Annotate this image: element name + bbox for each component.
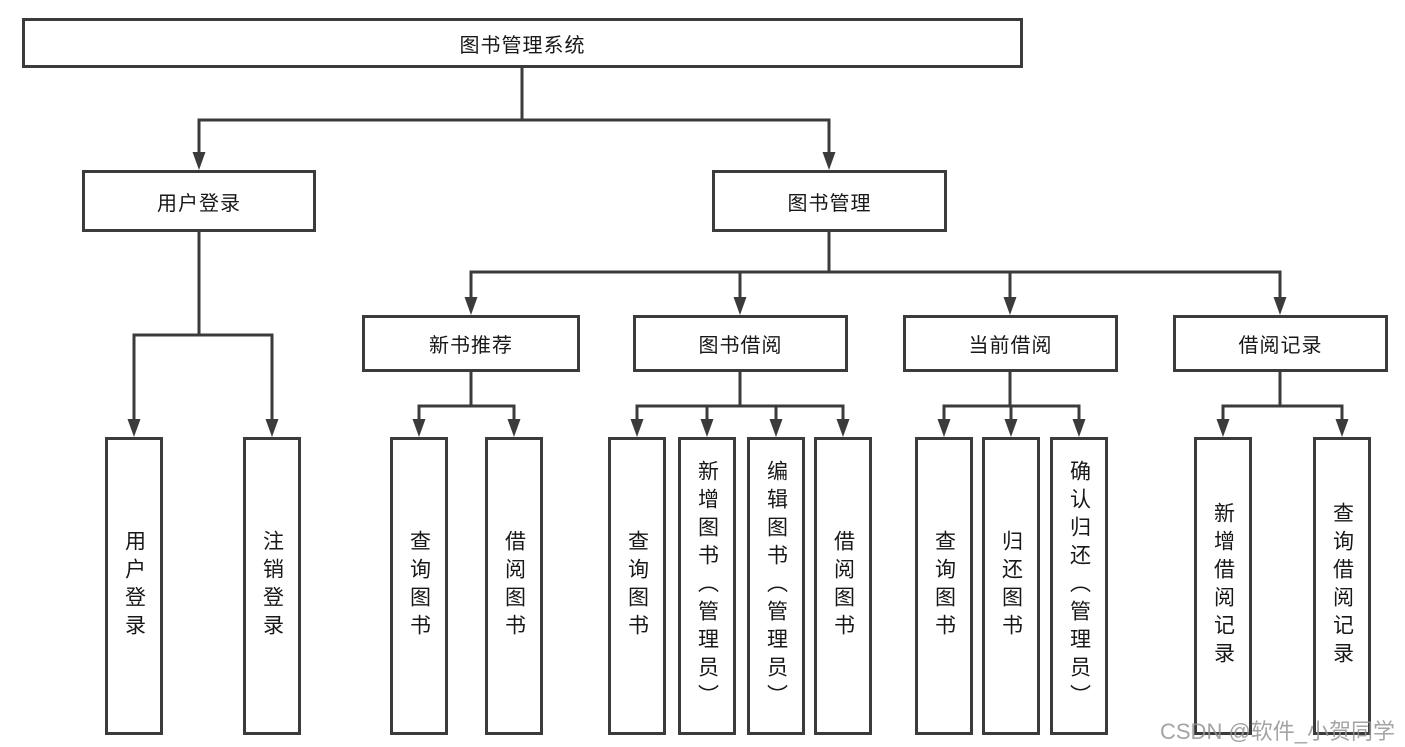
leaf-query-book-borrow: 查询图书 xyxy=(608,437,666,735)
leaf-confirm-return-admin: 确认归还（管理员） xyxy=(1050,437,1108,735)
leaf-return-book: 归还图书 xyxy=(982,437,1040,735)
node-borrow-records: 借阅记录 xyxy=(1173,315,1388,372)
connector-book-borrow xyxy=(635,370,845,423)
connector-new-book-recommend xyxy=(417,370,516,423)
leaf-borrow-book: 借阅图书 xyxy=(814,437,872,735)
connector-root-to-level2 xyxy=(197,66,831,155)
leaf-add-book-admin: 新增图书（管理员） xyxy=(678,437,736,735)
leaf-logout: 注销登录 xyxy=(243,437,301,735)
leaf-user-login: 用户登录 xyxy=(105,437,163,735)
node-root-system: 图书管理系统 xyxy=(22,18,1023,68)
node-current-borrow: 当前借阅 xyxy=(903,315,1118,372)
node-user-login: 用户登录 xyxy=(82,170,316,232)
connector-current-borrow xyxy=(942,370,1081,423)
leaf-add-borrow-record: 新增借阅记录 xyxy=(1194,437,1252,735)
node-book-management: 图书管理 xyxy=(712,170,947,232)
leaf-edit-book-admin: 编辑图书（管理员） xyxy=(747,437,805,735)
connector-user-login-to-leaves xyxy=(132,230,274,423)
connector-borrow-records xyxy=(1221,370,1344,423)
arrowheads xyxy=(127,152,1349,437)
leaf-query-borrow-record: 查询借阅记录 xyxy=(1313,437,1371,735)
leaf-query-book-current: 查询图书 xyxy=(915,437,973,735)
csdn-watermark: CSDN @软件_小贺同学 xyxy=(1160,719,1396,744)
node-new-book-recommend: 新书推荐 xyxy=(362,315,580,372)
node-book-borrow: 图书借阅 xyxy=(633,315,848,372)
leaf-borrow-book-recommend: 借阅图书 xyxy=(485,437,543,735)
connector-book-mgmt-to-level3 xyxy=(469,230,1282,301)
leaf-query-book-recommend: 查询图书 xyxy=(390,437,448,735)
